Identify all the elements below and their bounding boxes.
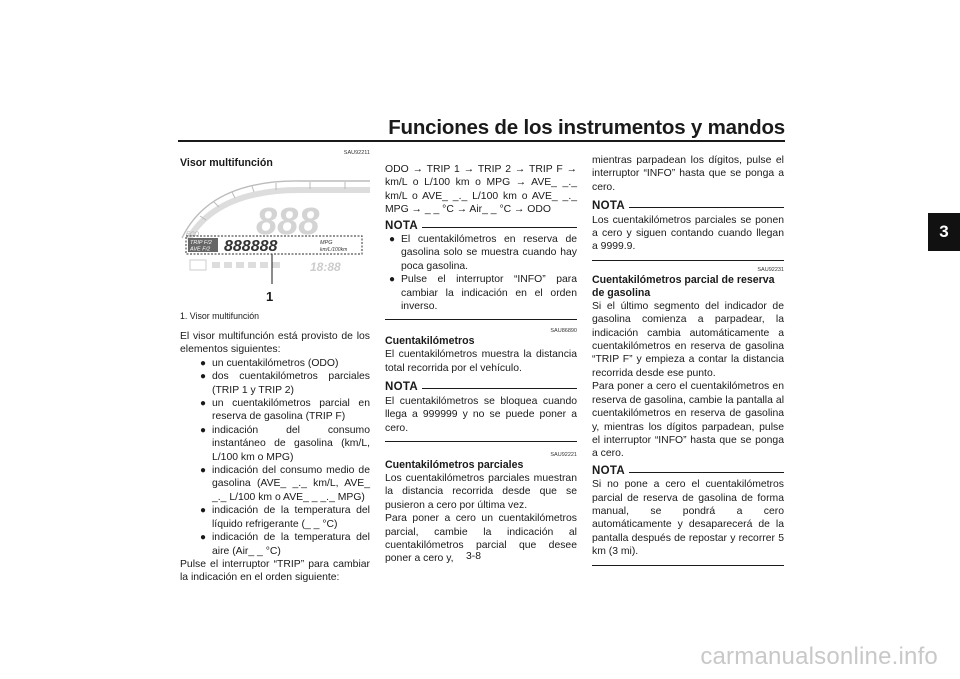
nota-label: NOTA — [385, 219, 418, 232]
list-item-text: un cuentakilómetros parcial en reserva d… — [212, 398, 370, 423]
list-item-text: indicación de la temperatura del aire (A… — [212, 532, 370, 557]
section-code: SAU92211 — [343, 150, 370, 156]
nota-rule — [421, 388, 577, 390]
figure-caption: 1. Visor multifunción — [180, 311, 260, 321]
nota-label: NOTA — [385, 381, 418, 394]
list-item: ● dos cuentakilómetros parciales (TRIP 1 … — [180, 370, 370, 397]
bullet-icon: ● — [200, 505, 207, 517]
ave-indicator: AVE F/2 — [189, 247, 210, 253]
callout-number: 1 — [266, 289, 274, 304]
nota-header: NOTA — [385, 220, 577, 233]
speed-digits: 888 — [256, 201, 320, 243]
header-rule — [178, 140, 785, 142]
bullet-icon: ● — [389, 234, 396, 246]
fuel-reserve-paragraph-1: Si el último segmento del indicador de g… — [592, 300, 784, 379]
outro-paragraph: Pulse el interruptor “TRIP” para cambiar… — [180, 558, 370, 584]
eco-label: ECO — [186, 232, 199, 238]
nota-end-rule — [385, 319, 577, 321]
section-heading-odometer: Cuentakilómetros — [385, 335, 475, 348]
sequence-paragraph: ODO → TRIP 1 → TRIP 2 → TRIP F → km/L o … — [385, 164, 577, 216]
list-item: ● indicación de la temperatura del líquid… — [180, 504, 370, 531]
bullet-icon: ● — [200, 532, 207, 544]
odometer-paragraph: El cuentakilómetros muestra la distancia… — [385, 349, 577, 374]
list-item: ● El cuentakilómetros en reserva de gasol… — [385, 233, 577, 273]
mpg-label: MPG — [320, 240, 333, 246]
nota-text: El cuentakilómetros se bloquea cuando ll… — [385, 395, 577, 434]
section-heading-fuel-reserve-tripmeter: Cuentakilómetros parcial de reserva de g… — [592, 273, 775, 299]
column-2: ODO → TRIP 1 → TRIP 2 → TRIP F → km/L o … — [385, 150, 577, 566]
section-code: SAU92221 — [550, 451, 577, 458]
bullet-icon: ● — [200, 465, 207, 477]
fuel-reserve-paragraph-2: Para poner a cero el cuentakilómetros en… — [592, 381, 784, 460]
nota-list: ● El cuentakilómetros en reserva de gasol… — [385, 233, 577, 313]
nota-label: NOTA — [592, 200, 625, 213]
section-heading-multifunction-display: Visor multifunción — [180, 157, 273, 169]
nota-rule — [421, 226, 577, 228]
list-item-text: dos cuentakilómetros parciales (TRIP 1 y… — [212, 371, 370, 396]
list-item-text: un cuentakilómetros (ODO) — [212, 357, 339, 369]
nota-header: NOTA — [592, 200, 784, 213]
feature-list: ● un cuentakilómetros (ODO) ● dos cuentaki… — [180, 357, 370, 558]
nota-header: NOTA — [592, 465, 784, 478]
tripmeters-paragraph-2: Para poner a cero un cuentakilómetros pa… — [385, 513, 577, 565]
odometer-digits: 888888 — [224, 238, 277, 255]
clock-digits: 18:88 — [310, 260, 341, 274]
nota-header: NOTA — [385, 381, 577, 394]
nota-rule — [628, 207, 784, 209]
nota-label: NOTA — [592, 464, 625, 477]
list-item: ● indicación del consumo instantáneo de g… — [180, 424, 370, 464]
page-header-title: Funciones de los instrumentos y mandos — [388, 116, 785, 139]
list-item-text: El cuentakilómetros en reserva de gasoli… — [401, 234, 577, 272]
tripmeters-paragraph-1: Los cuentakilómetros parciales muestran … — [385, 472, 577, 511]
continuation-paragraph: mientras parpadean los dígitos, pulse el… — [592, 155, 784, 193]
list-item: ● indicación de la temperatura del aire (… — [180, 531, 370, 558]
instrument-cluster-illustration: ECO 888 TRIP F/2 AVE F/2 888888 MPG km/L… — [181, 180, 370, 284]
list-item: ● Pulse el interruptor “INFO” para cambia… — [385, 273, 577, 313]
nota-end-rule — [592, 564, 784, 566]
nota-end-rule — [592, 259, 784, 261]
nota-text: Si no pone a cero el cuentakilómetros pa… — [592, 479, 784, 558]
bullet-icon: ● — [200, 371, 207, 383]
nota-text: Los cuentakilómetros parciales se ponen … — [592, 214, 784, 253]
list-item: ● un cuentakilómetros (ODO) — [180, 357, 370, 370]
bullet-icon: ● — [200, 357, 207, 369]
list-item: ● indicación del consumo medio de gasolin… — [180, 464, 370, 504]
trip-indicator: TRIP F/2 — [190, 240, 212, 246]
bullet-icon: ● — [200, 398, 207, 410]
page-number: 3-8 — [466, 551, 482, 562]
nota-end-rule — [385, 440, 577, 442]
list-item-text: indicación de la temperatura del líquido… — [212, 505, 370, 530]
section-code: SAU92231 — [757, 266, 784, 273]
nota-rule — [628, 471, 784, 473]
intro-paragraph: El visor multifunción está provisto de l… — [180, 331, 370, 356]
list-item-text: Pulse el interruptor “INFO” para cambiar… — [401, 274, 577, 313]
list-item-text: indicación del consumo medio de gasolina… — [212, 465, 370, 503]
watermark: carmanualsonline.info — [700, 643, 938, 670]
multifunction-display-figure: ECO 888 TRIP F/2 AVE F/2 888888 MPG km/L… — [180, 178, 370, 308]
column-1: SAU92211 Visor multifunción ECO 888 — [180, 150, 370, 585]
units-label: km/L/100km — [320, 247, 347, 253]
bullet-icon: ● — [200, 424, 207, 436]
bullet-icon: ● — [389, 274, 396, 286]
list-item: ● un cuentakilómetros parcial en reserva … — [180, 397, 370, 424]
list-item-text: indicación del consumo instantáneo de ga… — [212, 424, 370, 463]
section-heading-tripmeters: Cuentakilómetros parciales — [385, 458, 524, 471]
chapter-tab: 3 — [928, 213, 960, 251]
section-code: SAU86890 — [550, 328, 577, 335]
column-3: mientras parpadean los dígitos, pulse el… — [592, 150, 784, 572]
